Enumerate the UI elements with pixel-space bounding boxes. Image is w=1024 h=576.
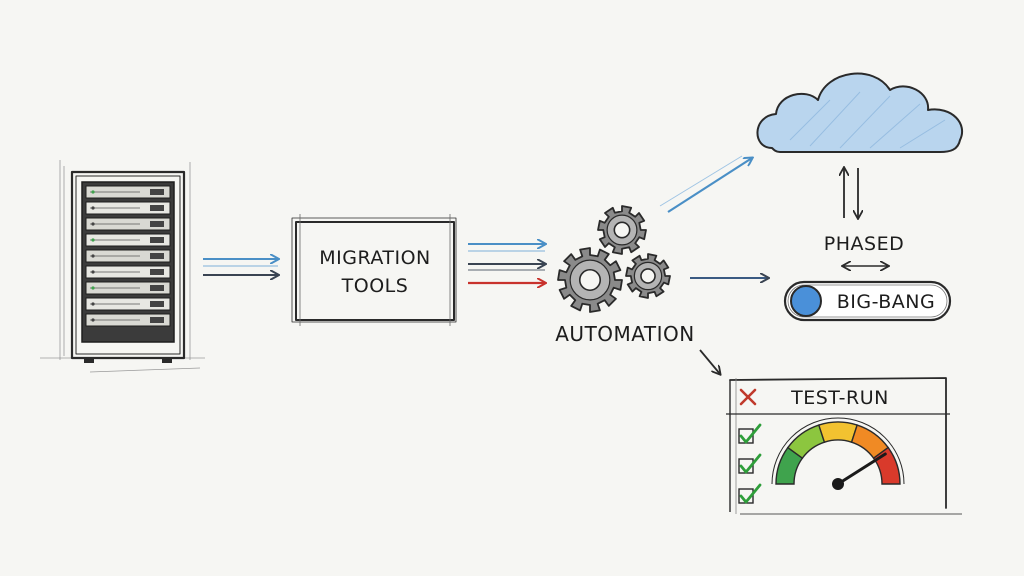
gauge-icon	[771, 417, 905, 490]
test-run-panel: TEST-RUN	[726, 377, 962, 515]
rack-unit	[85, 233, 171, 247]
arrows-to-migration-tools	[203, 259, 278, 275]
gears-icon	[557, 205, 671, 313]
migration-tools-label-line1: MIGRATION	[319, 247, 431, 269]
rack-unit	[85, 297, 171, 311]
rack-unit	[85, 313, 171, 327]
x-icon	[739, 388, 757, 406]
gauge-segment	[817, 421, 859, 444]
rack-unit	[85, 201, 171, 215]
test-run-label: TEST-RUN	[790, 387, 889, 409]
phased-label: PHASED	[824, 233, 904, 255]
migration-tools-label-line2: TOOLS	[341, 275, 409, 297]
arrow-to-test-run	[699, 349, 720, 374]
automation-label: AUTOMATION	[555, 322, 694, 346]
arrow-to-cloud	[667, 158, 752, 213]
server-rack-icon	[40, 160, 205, 373]
cloud-icon	[756, 72, 963, 153]
toggle-knob[interactable]	[790, 285, 822, 317]
sync-arrows-icon	[844, 168, 858, 218]
arrow-to-cloud-shade	[659, 155, 743, 207]
gauge-needle	[836, 452, 887, 486]
gear-icon	[625, 253, 671, 299]
checkbox-checked-icon	[738, 483, 762, 504]
migration-tools-box: MIGRATION TOOLS	[291, 214, 457, 326]
rack-unit	[85, 185, 171, 199]
gauge-hub	[832, 478, 844, 490]
big-bang-label: BIG-BANG	[837, 291, 936, 313]
rack-unit	[85, 265, 171, 279]
checkbox-checked-icon	[738, 423, 762, 444]
checkbox-checked-icon	[738, 453, 762, 474]
rack-unit	[85, 217, 171, 231]
rack-unit	[85, 249, 171, 263]
rack-unit	[85, 281, 171, 295]
gear-icon	[557, 247, 623, 313]
gear-icon	[597, 205, 647, 255]
arrows-to-automation	[468, 244, 545, 283]
phased-big-bang-toggle[interactable]: BIG-BANG	[783, 280, 952, 322]
